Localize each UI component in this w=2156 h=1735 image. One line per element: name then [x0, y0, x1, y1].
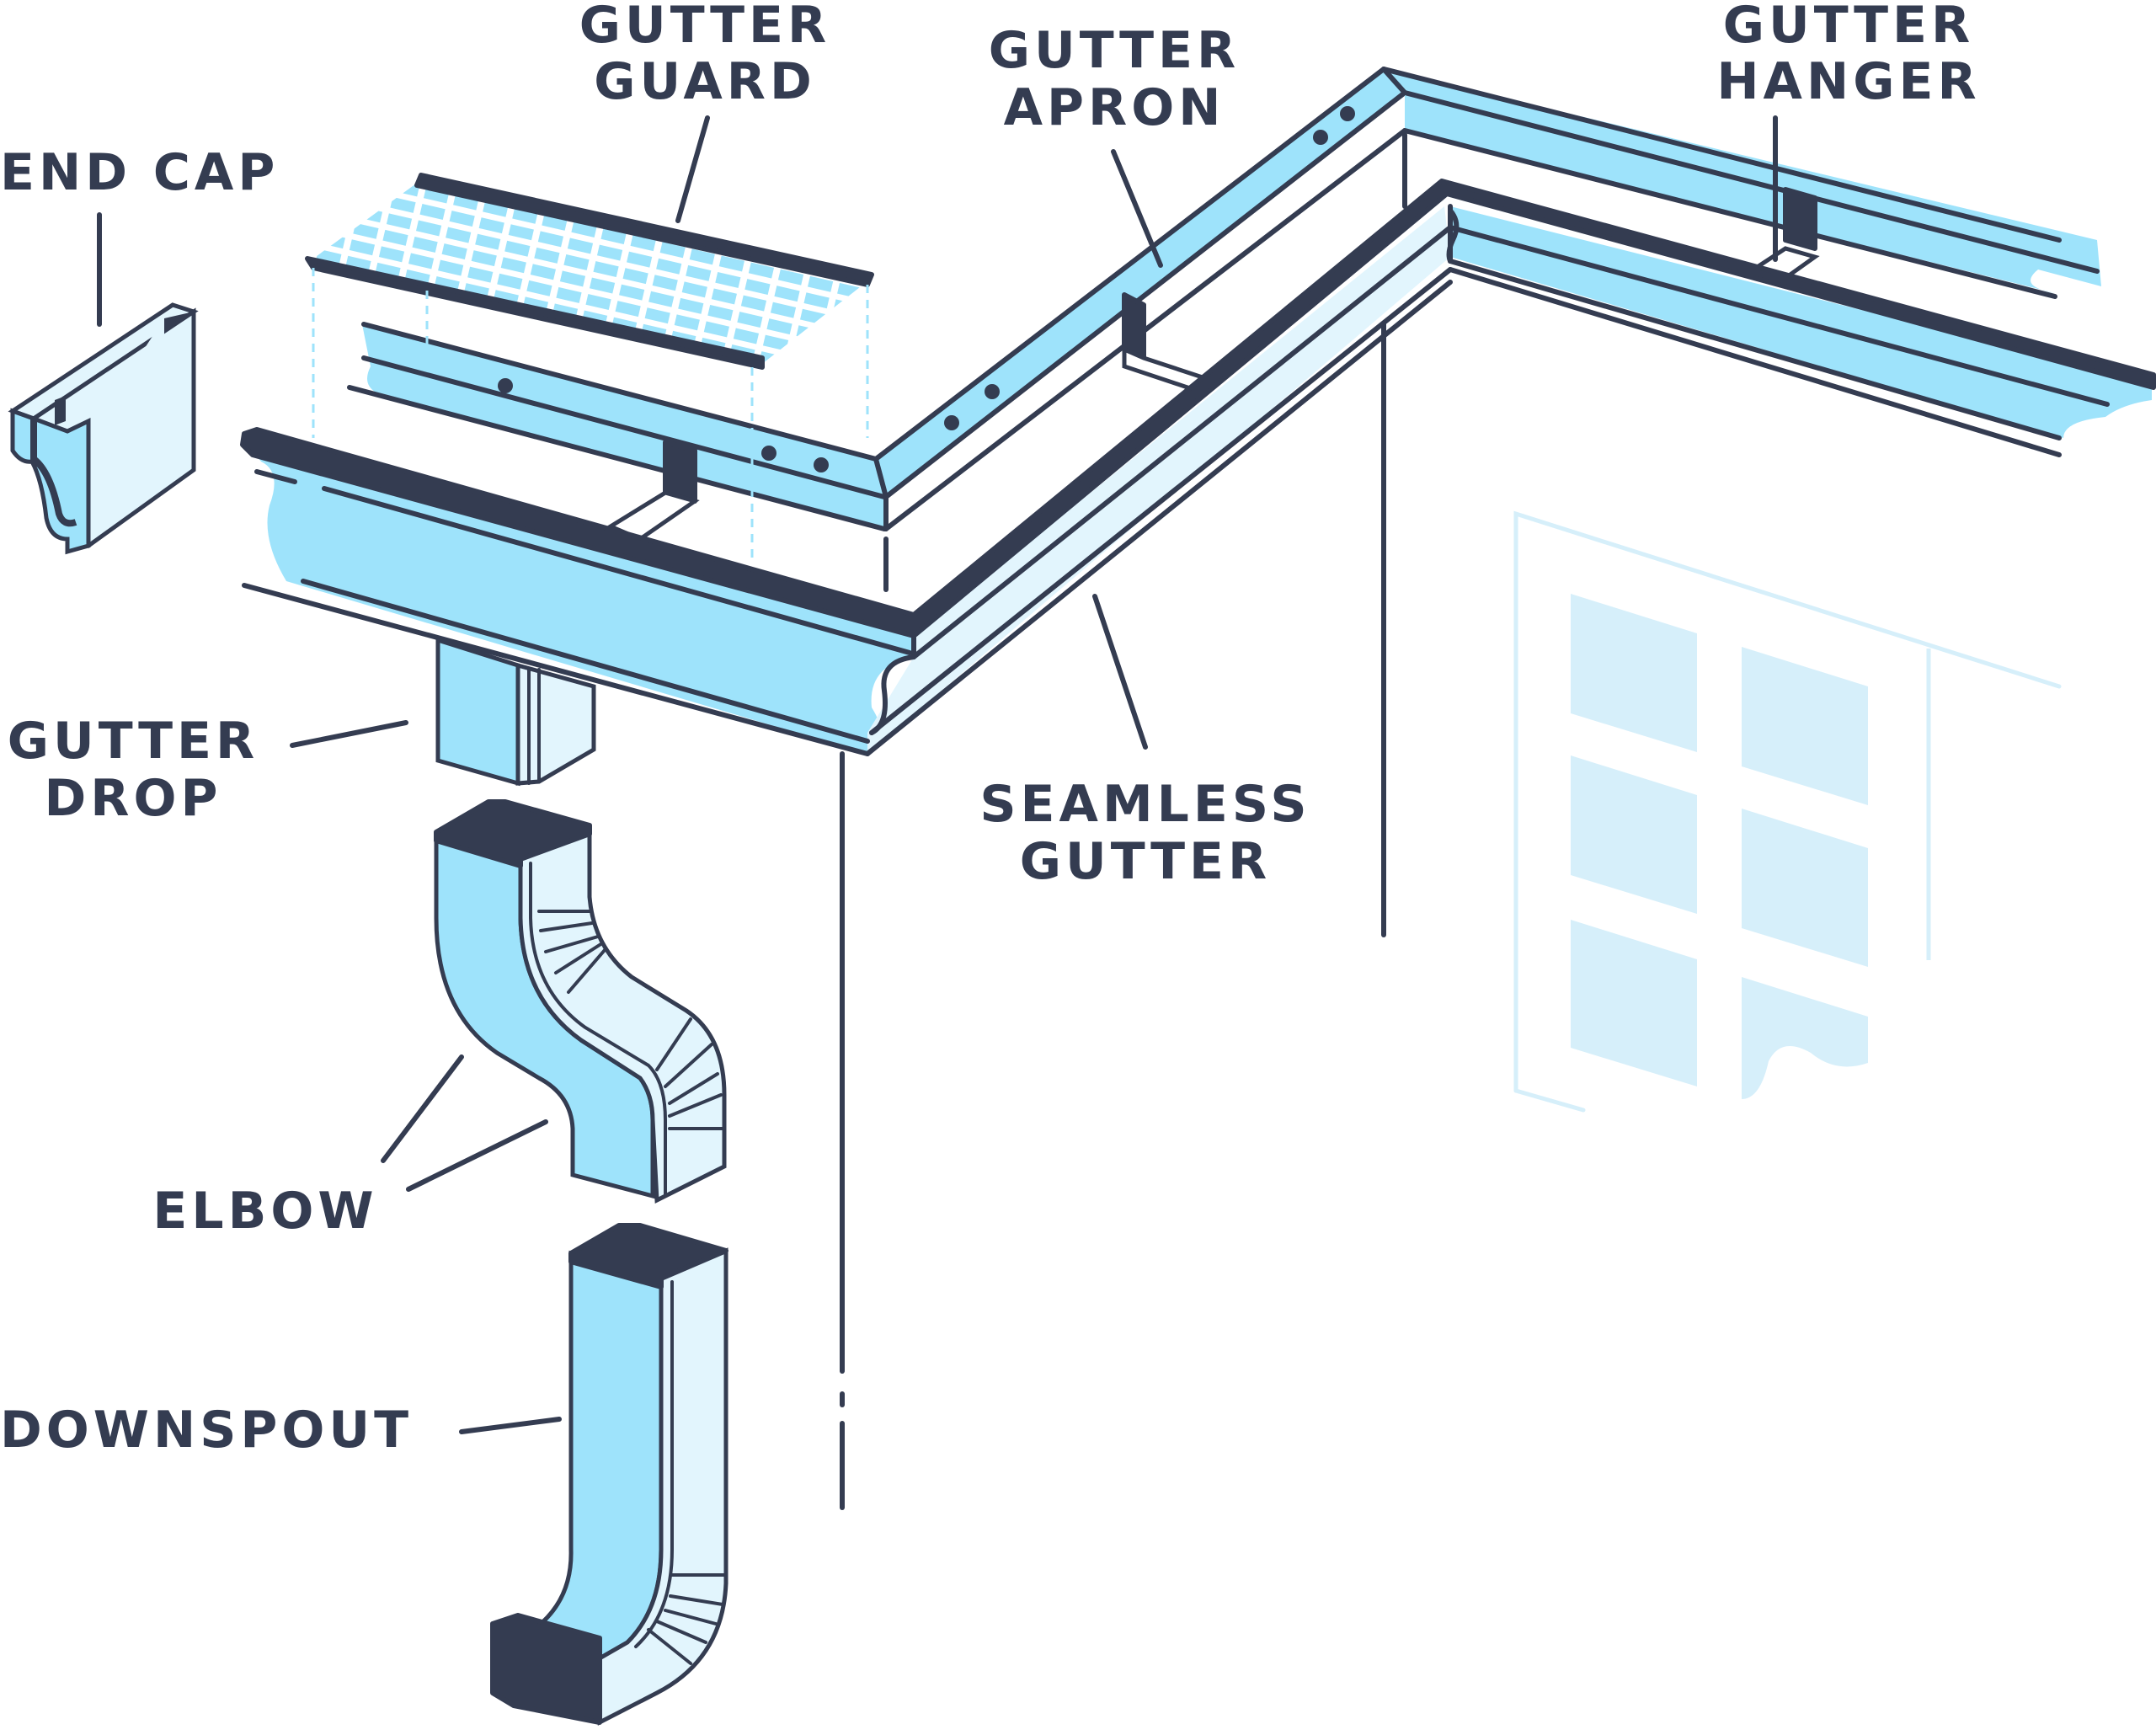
label-gutter-guard-line2: GUARD [594, 52, 816, 111]
label-gutter-hanger-line2: HANGER [1716, 52, 1980, 111]
label-seamless-gutter-line2: GUTTER [1020, 832, 1271, 891]
gutter-guard [305, 173, 874, 560]
label-downspout: DOWNSPOUT [0, 1401, 413, 1460]
leader-lines [97, 115, 1778, 1434]
label-gutter-apron-line1: GUTTER [989, 21, 1240, 80]
label-gutter-drop-line1: GUTTER [8, 712, 259, 771]
end-cap [8, 302, 199, 555]
labels: END CAP GUTTER GUARD GUTTER APRON GUTTER… [0, 0, 1980, 1460]
gutter-drop [435, 637, 596, 787]
elbow [434, 799, 727, 1204]
house-window [1513, 510, 2062, 1113]
label-end-cap: END CAP [0, 143, 279, 202]
label-gutter-drop-line2: DROP [45, 769, 222, 828]
label-gutter-hanger-line1: GUTTER [1723, 0, 1974, 55]
downspout [490, 1223, 728, 1726]
seamless-gutter [240, 179, 2156, 756]
label-gutter-apron-line2: APRON [1004, 78, 1225, 137]
label-elbow: ELBOW [152, 1182, 377, 1241]
label-seamless-gutter-line1: SEAMLESS [979, 775, 1310, 834]
label-gutter-guard-line1: GUTTER [579, 0, 830, 55]
gutter-apron [347, 67, 2101, 531]
